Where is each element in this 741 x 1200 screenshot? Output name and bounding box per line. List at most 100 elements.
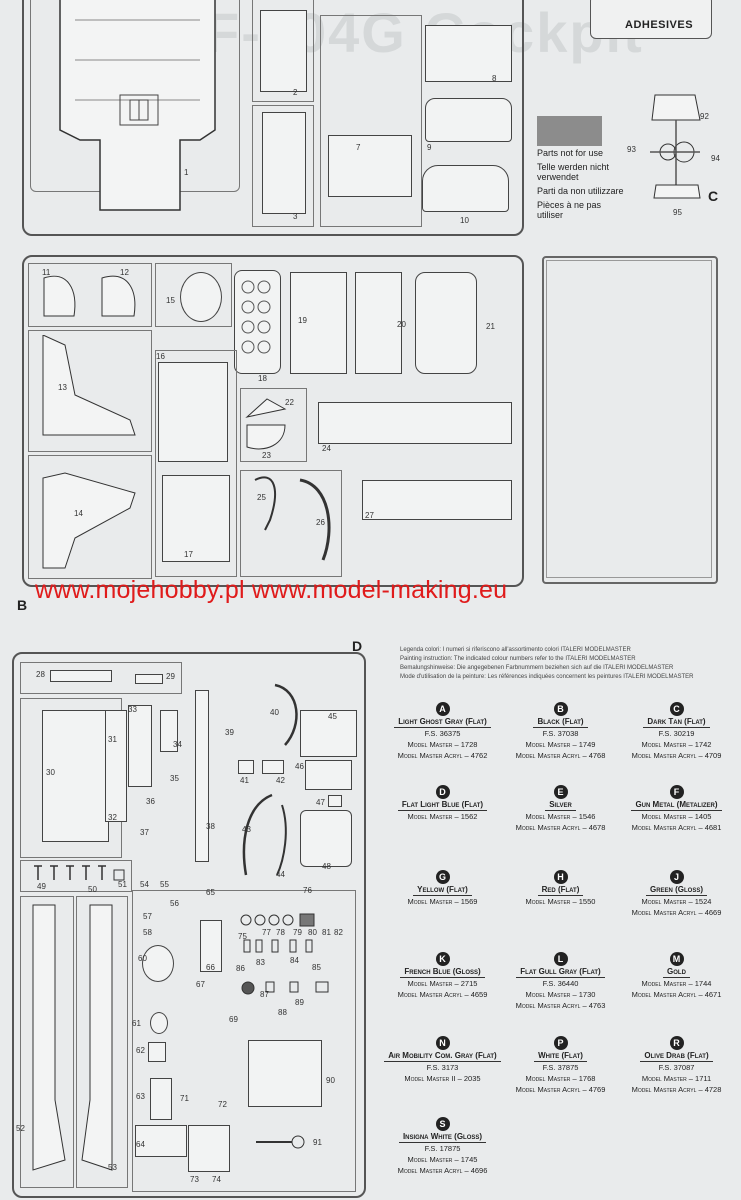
sprue-a-frame bbox=[22, 0, 524, 236]
color-letter-badge: J bbox=[669, 870, 684, 884]
part-number: 28 bbox=[36, 670, 45, 679]
sprue-d-cell-28-29 bbox=[20, 662, 182, 694]
part-number: 66 bbox=[206, 963, 215, 972]
sprue-d-part-33 bbox=[128, 705, 152, 787]
sprue-d-part-48 bbox=[300, 810, 352, 867]
part-number: 35 bbox=[170, 774, 179, 783]
part-number: 72 bbox=[218, 1100, 227, 1109]
part-number: 41 bbox=[240, 776, 249, 785]
part-number: 87 bbox=[260, 990, 269, 999]
color-code-line: Model Master Acryl – 4671 bbox=[631, 990, 722, 999]
color-code-line: Model Master Acryl – 4769 bbox=[515, 1085, 606, 1094]
sprue-d-part-45 bbox=[300, 710, 357, 757]
color-code-line: Model Master Acryl – 4763 bbox=[515, 1001, 606, 1010]
sprue-a-cell-2 bbox=[252, 0, 314, 102]
sprue-d-cell-52 bbox=[20, 896, 74, 1188]
color-code-line: Model Master – 1768 bbox=[525, 1074, 596, 1083]
part-number: 33 bbox=[128, 705, 137, 714]
part-number: 2 bbox=[293, 88, 298, 97]
color-letter-badge: R bbox=[669, 1036, 684, 1050]
part-number: 53 bbox=[108, 1163, 117, 1172]
sprue-b-part-17 bbox=[162, 475, 230, 562]
part-number: 71 bbox=[180, 1094, 189, 1103]
part-number: 14 bbox=[74, 509, 83, 518]
adhesives-box bbox=[590, 0, 712, 39]
part-number: 86 bbox=[236, 964, 245, 973]
part-number: 16 bbox=[156, 352, 165, 361]
legend-line: Mode d'utilisation de la peinture: Les r… bbox=[400, 674, 694, 680]
sprue-b-frame bbox=[22, 255, 524, 587]
part-number: 58 bbox=[143, 928, 152, 937]
section-label-d: D bbox=[352, 638, 363, 654]
part-number: 34 bbox=[173, 740, 182, 749]
color-code-line: Model Master – 2715 bbox=[407, 979, 478, 988]
part-number: 92 bbox=[700, 112, 709, 121]
watermark-text: www.mojehobby.pl www.model-making.eu bbox=[35, 576, 508, 604]
sprue-b-cell-22-23 bbox=[240, 388, 307, 462]
sprue-d-part-52 bbox=[32, 904, 66, 1171]
background-text-right bbox=[720, 250, 741, 600]
sprue-d-part-40 bbox=[274, 683, 298, 746]
color-code-line: F.S. 36440 bbox=[542, 979, 579, 988]
part-number: 54 bbox=[140, 880, 149, 889]
sprue-d-part-47 bbox=[328, 795, 342, 807]
part-number: 39 bbox=[225, 728, 234, 737]
part-number: 55 bbox=[160, 880, 169, 889]
sprue-a-cell-7 bbox=[320, 15, 422, 227]
color-code-line: F.S. 17875 bbox=[424, 1144, 461, 1153]
part-number: 17 bbox=[184, 550, 193, 559]
sprue-d-part-64 bbox=[135, 1125, 187, 1157]
part-number: 48 bbox=[322, 862, 331, 871]
color-name: Gun Metal (Metalizer) bbox=[631, 799, 722, 811]
color-code-line: F.S. 3173 bbox=[426, 1063, 459, 1072]
color-code-line: Model Master – 1749 bbox=[525, 740, 596, 749]
sprue-d-part-42 bbox=[262, 760, 284, 774]
part-number: 56 bbox=[170, 899, 179, 908]
sprue-d-part-38 bbox=[195, 690, 209, 862]
adhesives-label: ADHESIVES bbox=[625, 19, 694, 31]
part-number: 46 bbox=[295, 762, 304, 771]
color-name: Air Mobility Com. Gray (Flat) bbox=[384, 1050, 501, 1062]
color-name: Green (Gloss) bbox=[645, 884, 707, 896]
part-number: 80 bbox=[308, 928, 317, 937]
part-number: 19 bbox=[298, 316, 307, 325]
color-legend-intro: Legenda colori: I numeri si riferiscono … bbox=[400, 646, 694, 682]
sprue-b-part-15 bbox=[180, 272, 222, 322]
part-number: 76 bbox=[303, 886, 312, 895]
sprue-b-parts-11-12 bbox=[43, 275, 136, 317]
sprue-d-part-65 bbox=[200, 920, 222, 972]
color-code-line: Model Master Acryl – 4681 bbox=[631, 823, 722, 832]
color-name: Red (Flat) bbox=[537, 884, 584, 896]
part-number: 29 bbox=[166, 672, 175, 681]
color-code-line: F.S. 37087 bbox=[658, 1063, 695, 1072]
color-code-line: Model Master – 1745 bbox=[407, 1155, 478, 1164]
part-number: 11 bbox=[42, 268, 51, 277]
sprue-b-parts-22-23 bbox=[245, 398, 287, 450]
part-number: 27 bbox=[365, 511, 374, 520]
color-code-line: Model Master – 1742 bbox=[641, 740, 712, 749]
sprue-d-part-31-32 bbox=[105, 710, 127, 822]
color-code-line: Model Master – 1550 bbox=[525, 897, 596, 906]
part-number: 42 bbox=[276, 776, 285, 785]
part-number: 49 bbox=[37, 882, 46, 891]
part-number: 12 bbox=[120, 268, 129, 277]
clear-sheet-inner bbox=[546, 260, 712, 578]
color-code-line: Model Master Acryl – 4709 bbox=[631, 751, 722, 760]
part-number: 81 bbox=[322, 928, 331, 937]
part-number: 89 bbox=[295, 998, 304, 1007]
sprue-d-cell-49-51 bbox=[20, 860, 132, 892]
sprue-d-cell-53 bbox=[76, 896, 128, 1188]
color-code-line: Model Master – 1728 bbox=[407, 740, 478, 749]
color-name: Flat Gull Gray (Flat) bbox=[516, 966, 605, 978]
part-number: 60 bbox=[138, 954, 147, 963]
part-number: 21 bbox=[486, 322, 495, 331]
part-number: 13 bbox=[58, 383, 67, 392]
part-number: 31 bbox=[108, 735, 117, 744]
